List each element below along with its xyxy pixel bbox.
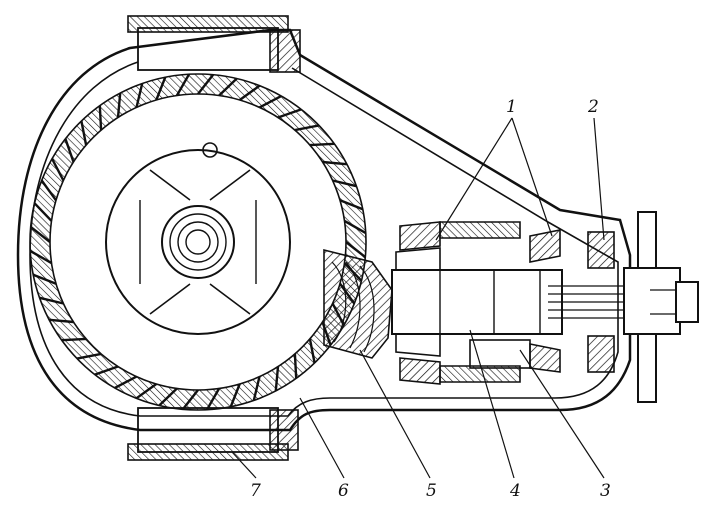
gear-tooth [116, 92, 122, 118]
gear-tooth [80, 120, 88, 146]
gear-tooth [51, 158, 65, 182]
gear-tooth [33, 202, 53, 222]
gear-tooth [218, 77, 238, 97]
gear-tooth [345, 241, 367, 259]
gear-tooth [309, 142, 335, 147]
gear-tooth [293, 353, 298, 379]
gear-tooth [175, 73, 191, 97]
gear-tooth [332, 179, 357, 188]
oil-seal [587, 231, 615, 373]
gear-tooth [29, 249, 53, 265]
gear-tooth [229, 383, 241, 408]
gear-tooth [339, 199, 364, 211]
pinion-shaft [391, 269, 630, 335]
gear-tooth [252, 376, 261, 401]
gear-tooth [258, 95, 282, 109]
gear-tooth [94, 365, 119, 376]
callout-labels: 1 2 3 4 5 6 7 [250, 97, 611, 501]
gear-tooth [135, 83, 144, 108]
gear-tooth [98, 105, 103, 131]
shaft-splines [548, 285, 630, 319]
gear-tooth [155, 76, 167, 101]
drive-flange [623, 211, 699, 403]
gear-tooth [114, 375, 138, 389]
drive-pinion [323, 248, 393, 359]
differential-case [105, 142, 291, 335]
gear-tooth [322, 160, 348, 166]
gear-tooth [308, 338, 316, 364]
gear-tooth [76, 352, 102, 360]
gear-tooth [181, 389, 199, 411]
housing [16, 15, 632, 461]
callout-3: 3 [600, 481, 611, 501]
gear-tooth [40, 179, 57, 202]
gear-tooth [32, 273, 57, 285]
top-boss [127, 15, 289, 33]
gear-tooth [274, 366, 280, 392]
gear-tooth [39, 296, 64, 305]
gear-tooth [64, 138, 75, 163]
gear-tooth [29, 225, 51, 243]
callout-4: 4 [509, 481, 521, 501]
gear-tooth [238, 84, 261, 101]
callout-6: 6 [338, 481, 349, 501]
gear-tooth [61, 337, 87, 342]
gear-tooth [48, 318, 74, 324]
leader-lines [231, 117, 605, 479]
gear-tooth [197, 73, 215, 95]
callout-2: 2 [587, 97, 599, 117]
gear-tooth [205, 387, 221, 411]
gear-tooth [277, 108, 302, 119]
taper-bearing-rear [529, 229, 561, 373]
gear-tooth [135, 383, 158, 400]
taper-bearing-front [395, 221, 441, 385]
gear-tooth [158, 387, 178, 407]
gear-tooth [294, 124, 320, 132]
callout-7: 7 [250, 481, 261, 501]
gear-tooth [343, 219, 367, 235]
callout-5: 5 [426, 481, 437, 501]
callout-1: 1 [506, 97, 517, 117]
